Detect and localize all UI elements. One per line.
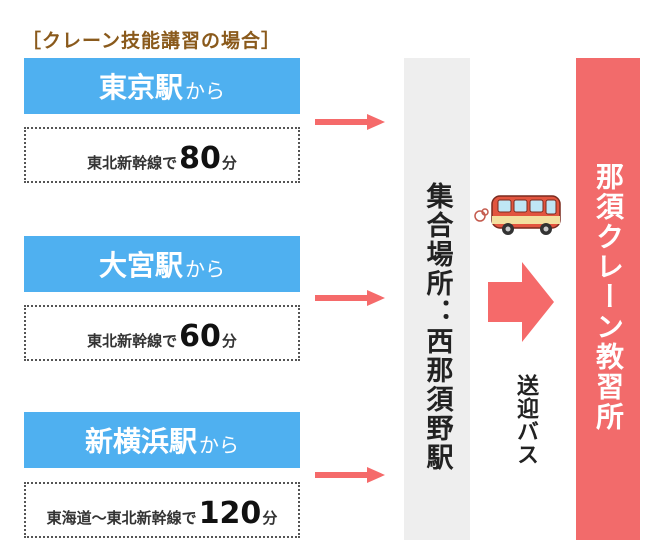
station-suffix: から: [185, 256, 225, 281]
origin-station-shin-yokohama: 新横浜駅から: [24, 412, 300, 468]
station-suffix: から: [199, 432, 239, 457]
route-line: 東海道〜東北新幹線で: [46, 509, 197, 527]
origin-station-tokyo: 東京駅から: [24, 58, 300, 114]
route-line: 東北新幹線で: [87, 332, 178, 350]
route-minutes: 120: [198, 496, 262, 531]
station-suffix: から: [185, 78, 225, 103]
shuttle-bus-label: 送迎バス: [513, 374, 538, 466]
arrow-right-icon: [315, 467, 385, 483]
route-unit: 分: [221, 154, 237, 172]
station-name: 大宮駅: [98, 249, 183, 282]
arrow-right-icon: [488, 262, 554, 342]
route-line: 東北新幹線で: [87, 154, 178, 172]
bus-icon: [474, 195, 561, 235]
origin-station-omiya: 大宮駅から: [24, 236, 300, 292]
arrow-right-icon: [315, 114, 385, 130]
route-unit: 分: [262, 509, 278, 527]
route-minutes: 60: [179, 319, 221, 354]
station-name: 新横浜駅: [84, 425, 197, 458]
page-heading: ［クレーン技能講習の場合］: [22, 30, 282, 52]
arrow-right-icon: [315, 290, 385, 306]
destination-panel: 那須クレーン教習所: [576, 58, 640, 540]
meeting-point-panel: 集合場所：西那須野駅: [404, 58, 470, 540]
route-unit: 分: [221, 332, 237, 350]
route-minutes: 80: [179, 141, 221, 176]
meeting-point-label: 集合場所：西那須野駅: [421, 182, 453, 472]
destination-label: 那須クレーン教習所: [592, 162, 625, 432]
station-name: 東京駅: [98, 71, 183, 104]
